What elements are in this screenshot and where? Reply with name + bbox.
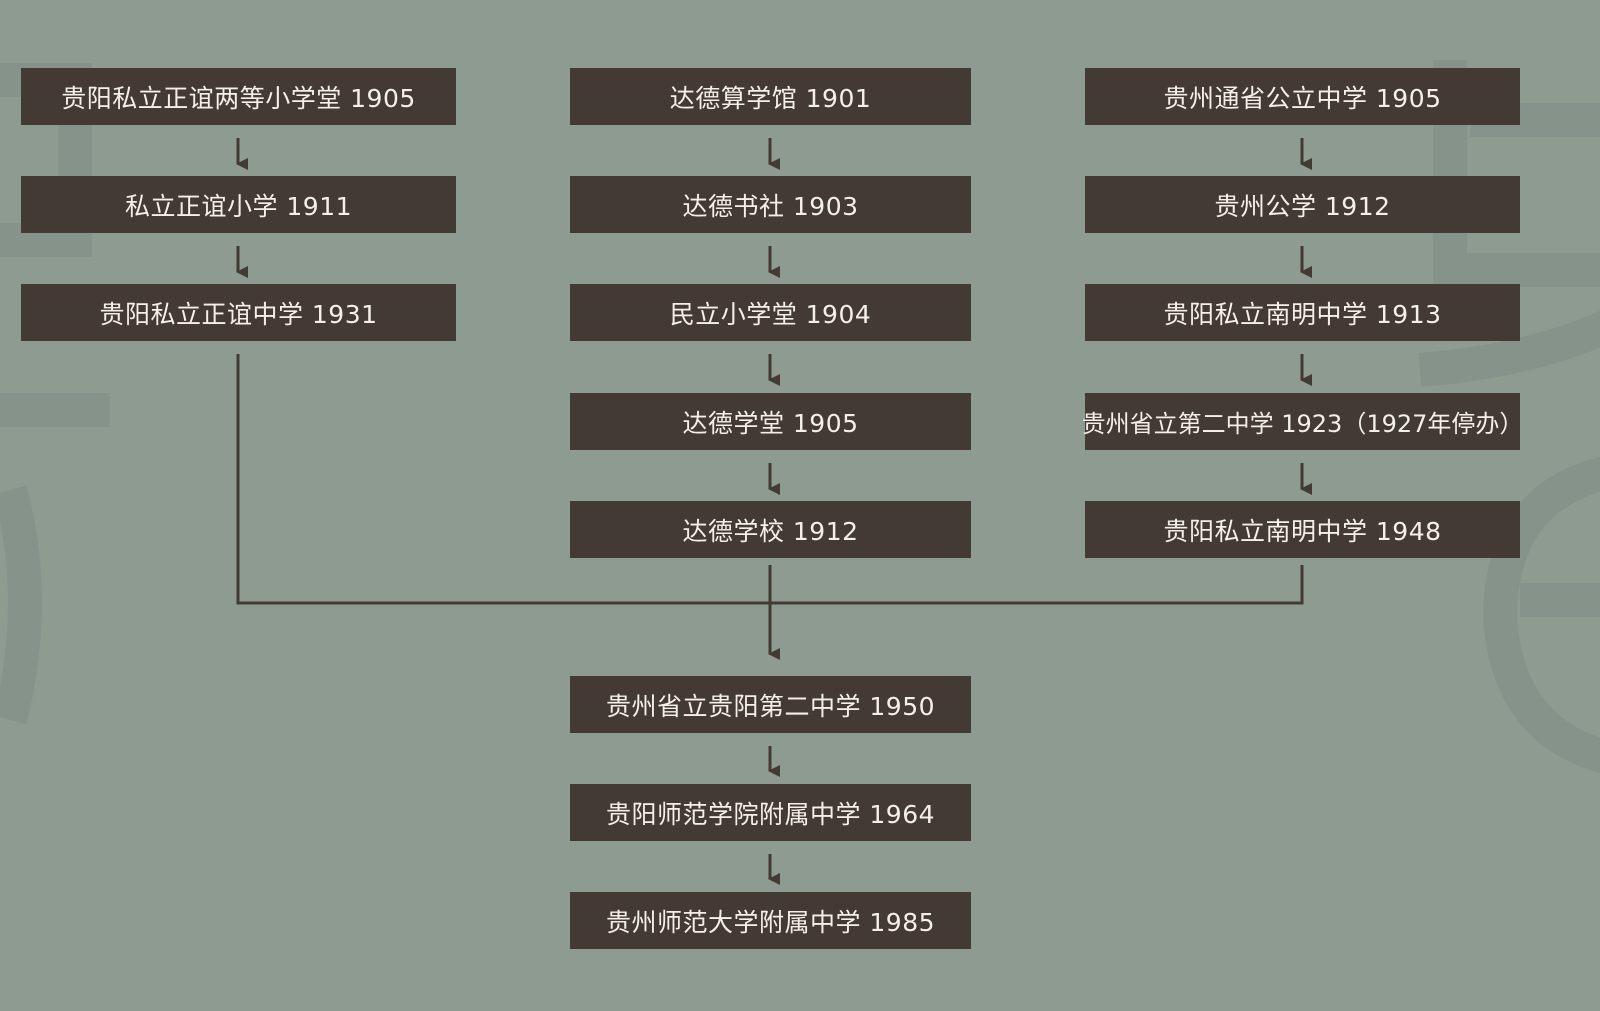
node-merged-2: 贵阳师范学院附属中学 1964: [570, 784, 971, 841]
node-merged-3: 贵州师范大学附属中学 1985: [570, 892, 971, 949]
node-left-2: 私立正谊小学 1911: [21, 176, 456, 233]
node-right-2: 贵州公学 1912: [1085, 176, 1520, 233]
node-mid-2: 达德书社 1903: [570, 176, 971, 233]
node-left-3: 贵阳私立正谊中学 1931: [21, 284, 456, 341]
node-right-4: 贵州省立第二中学 1923（1927年停办）: [1082, 393, 1523, 450]
node-right-5: 贵阳私立南明中学 1948: [1085, 501, 1520, 558]
node-mid-1: 达德算学馆 1901: [570, 68, 971, 125]
node-left-1: 贵阳私立正谊两等小学堂 1905: [21, 68, 456, 125]
merge-line-right: [770, 565, 1304, 605]
node-mid-5: 达德学校 1912: [570, 501, 971, 558]
node-mid-3: 民立小学堂 1904: [570, 284, 971, 341]
node-right-1: 贵州通省公立中学 1905: [1085, 68, 1520, 125]
node-merged-1: 贵州省立贵阳第二中学 1950: [570, 676, 971, 733]
node-right-3: 贵阳私立南明中学 1913: [1085, 284, 1520, 341]
merge-line-left: [236, 354, 770, 605]
node-mid-4: 达德学堂 1905: [570, 393, 971, 450]
